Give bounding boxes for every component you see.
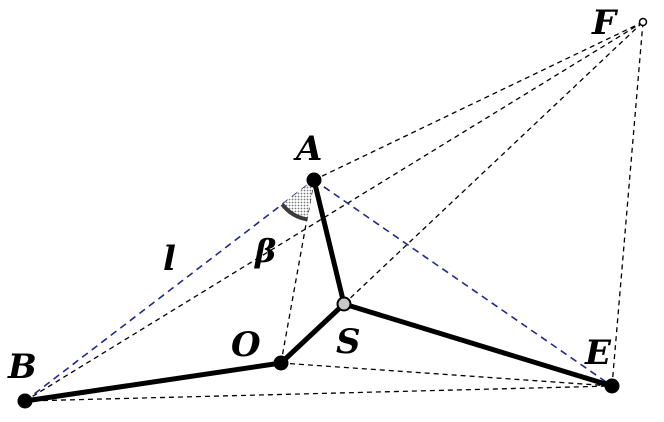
dashed-line-B-F (24, 21, 644, 402)
point-O (273, 355, 289, 371)
point-B (17, 393, 33, 409)
label-E: E (584, 333, 612, 373)
point-F (638, 17, 648, 27)
point-E (604, 378, 620, 394)
blue-dashed-line-B-A (24, 179, 315, 402)
label-B: B (7, 347, 37, 387)
dashed-line-S-F (343, 21, 644, 305)
dashed-line-B-E (24, 385, 613, 402)
link-B-O (22, 360, 284, 404)
dashed-line-A-F (313, 21, 644, 181)
link-S-E (341, 301, 615, 389)
label-F: F (591, 3, 619, 43)
label-S: S (336, 322, 361, 362)
label-beta: β (254, 232, 276, 270)
angle-beta-arc (280, 203, 308, 222)
point-S (336, 296, 352, 312)
link-O-S (278, 301, 347, 366)
link-A-S (311, 177, 347, 307)
point-A (306, 172, 322, 188)
label-O: O (231, 325, 261, 365)
angle-beta-sector (282, 180, 314, 220)
label-l: l (163, 239, 176, 279)
dashed-line-E-F (611, 21, 644, 387)
dashed-line-O-E (280, 362, 613, 387)
blue-dashed-line-A-E (313, 179, 613, 387)
label-A: A (293, 129, 322, 169)
